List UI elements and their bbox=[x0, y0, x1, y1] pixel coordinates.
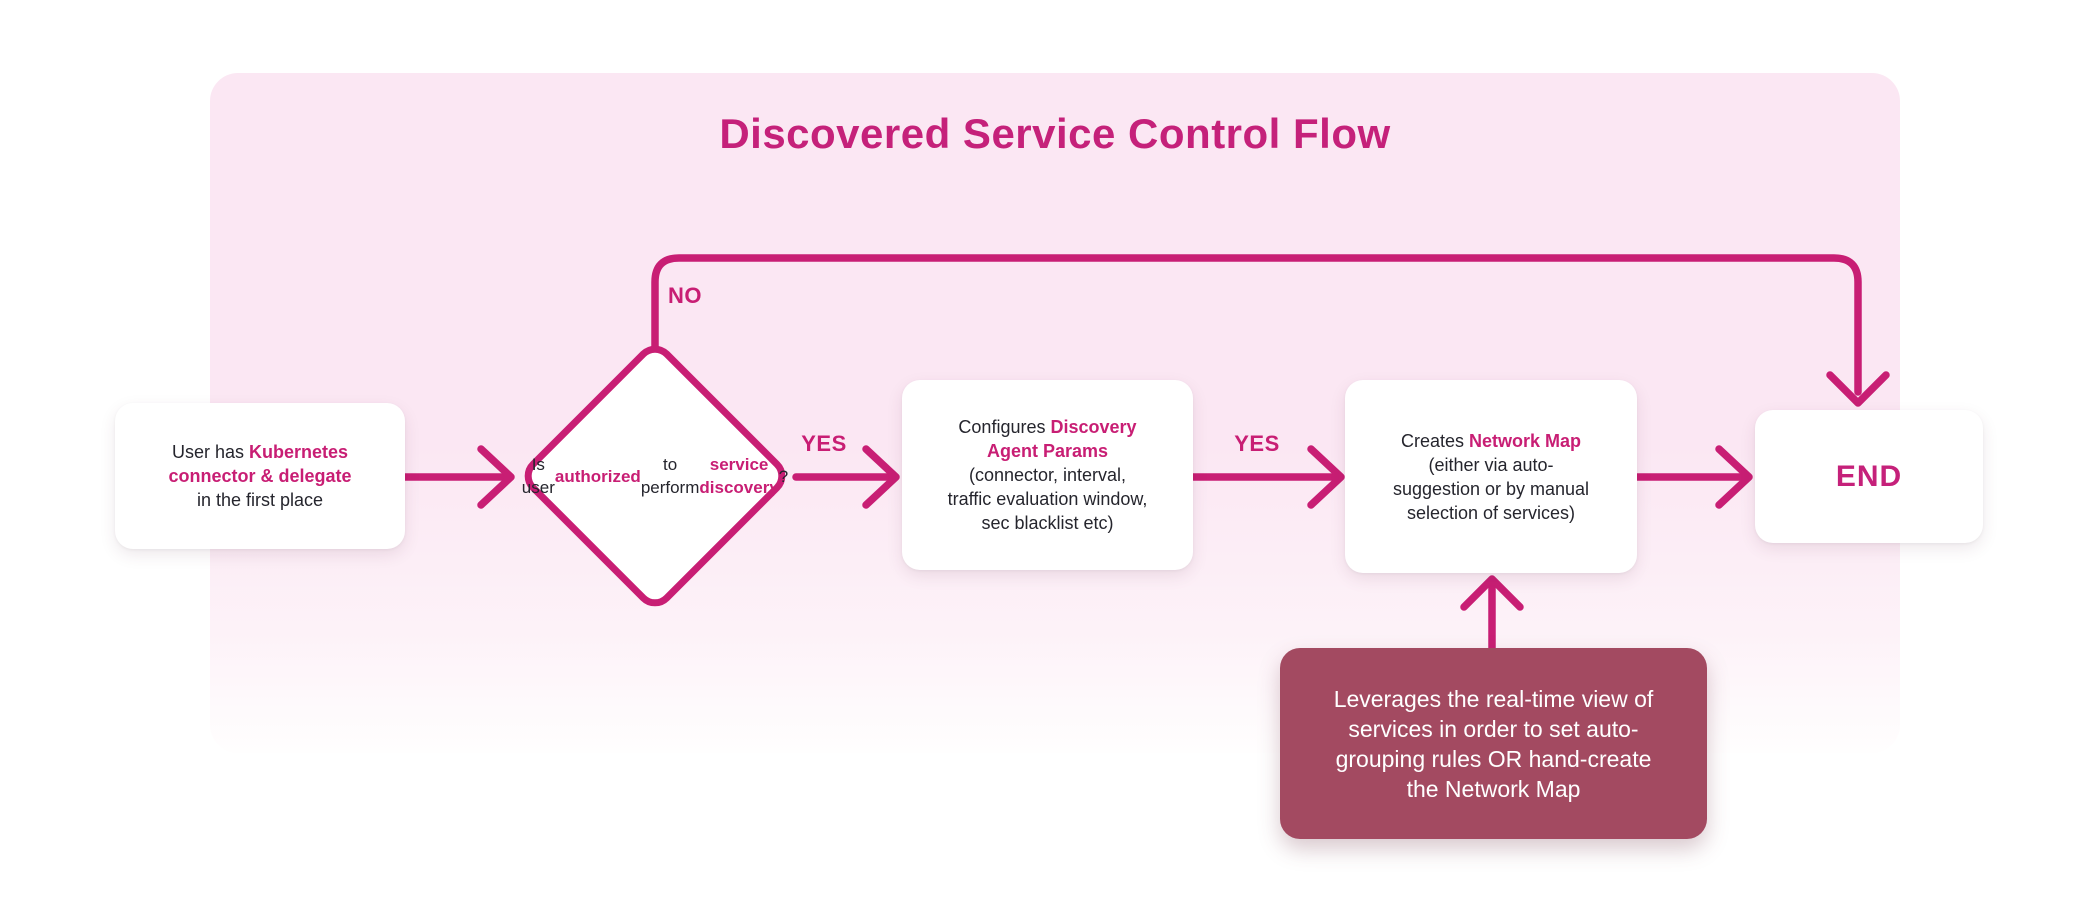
arrowhead-down-into-end bbox=[1826, 371, 1890, 407]
arrowhead-into-end bbox=[1715, 445, 1753, 509]
edge-label-yes-first: YES bbox=[801, 431, 847, 456]
edge-no-loop bbox=[651, 254, 1862, 396]
arrowhead-into-createmap bbox=[1307, 445, 1345, 509]
edge-label-yes-second: YES bbox=[1234, 431, 1280, 456]
node-create-network-map: Creates Network Map(either via auto-sugg… bbox=[1345, 380, 1637, 573]
node-end-label: END bbox=[1835, 459, 1903, 493]
node-create-network-map-text: Creates Network Map(either via auto-sugg… bbox=[1392, 430, 1590, 523]
arrowhead-up-into-createmap bbox=[1460, 575, 1524, 611]
node-end: END bbox=[1755, 410, 1983, 543]
page-title: Discovered Service Control Flow bbox=[719, 110, 1391, 157]
arrowhead-into-decision bbox=[477, 445, 515, 509]
arrowhead-into-configure bbox=[862, 445, 900, 509]
edge-label-no: NO bbox=[668, 283, 702, 308]
